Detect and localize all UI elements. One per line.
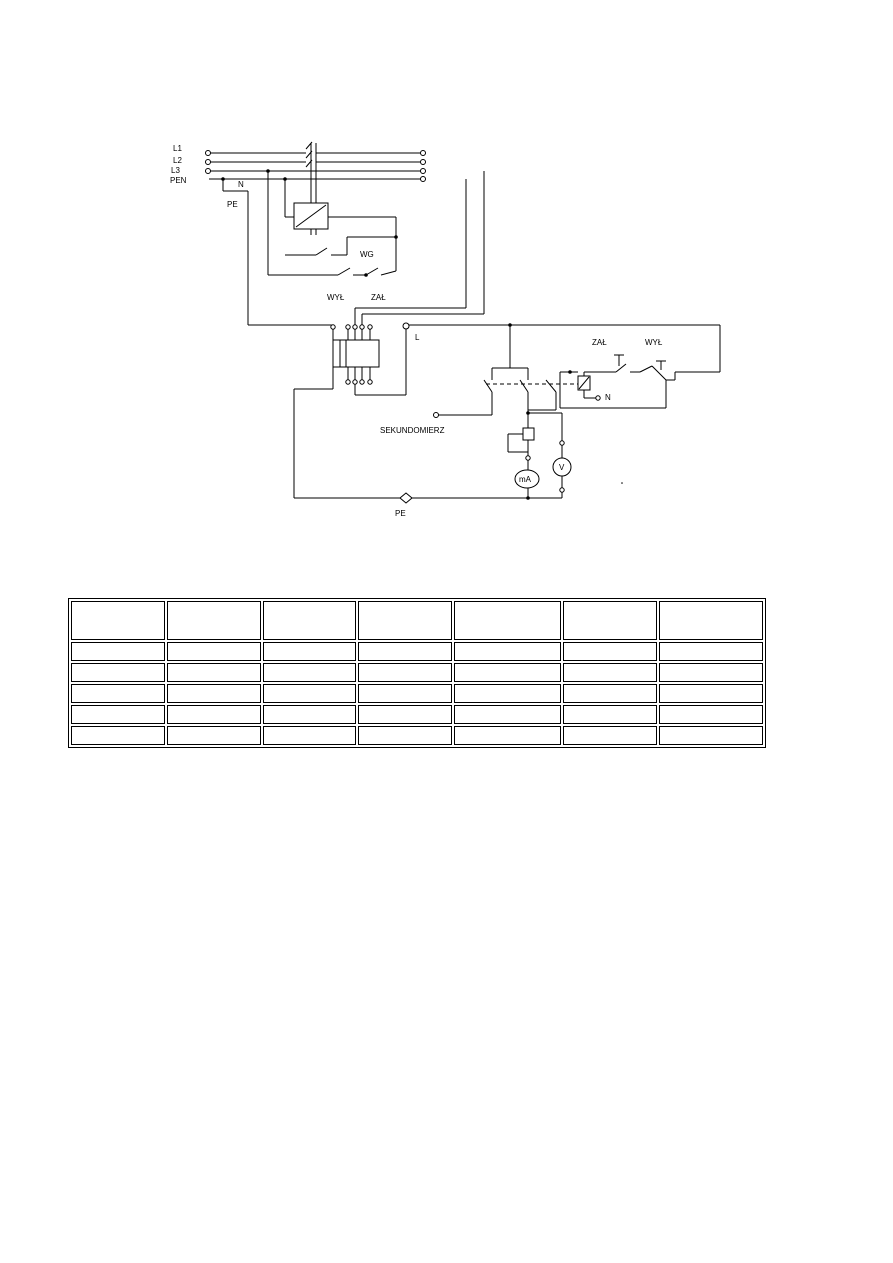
table-cell	[658, 726, 763, 745]
table-cell	[454, 601, 562, 640]
measurement-table	[68, 598, 766, 748]
label-n-right: N	[605, 393, 611, 402]
table-body	[71, 601, 763, 745]
table-cell	[71, 642, 165, 661]
label-l1: L1	[173, 144, 182, 153]
label-pen: PEN	[170, 176, 187, 185]
table-cell	[262, 705, 357, 724]
contactor-control	[266, 169, 398, 277]
table-cell	[262, 726, 357, 745]
label-wyl-left: WYŁ	[327, 293, 345, 302]
label-sekundomierz: SEKUNDOMIERZ	[380, 426, 445, 435]
label-wg: WG	[360, 250, 374, 259]
table-cell	[71, 663, 165, 682]
table-row	[71, 705, 763, 724]
table-header-row	[71, 601, 763, 640]
table-cell	[166, 601, 261, 640]
table-cell	[563, 663, 657, 682]
table-cell	[358, 684, 453, 703]
table-cell	[454, 642, 562, 661]
label-l3: L3	[171, 166, 180, 175]
circuit-diagram: L1 L2 L3 PEN N PE WG WYŁ ZAŁ	[170, 141, 721, 518]
table-row	[71, 642, 763, 661]
label-zal-left: ZAŁ	[371, 293, 386, 302]
table-cell	[563, 601, 657, 640]
table-cell	[358, 705, 453, 724]
table-cell	[262, 601, 357, 640]
table-cell	[71, 705, 165, 724]
table-cell	[262, 684, 357, 703]
table-cell	[166, 663, 261, 682]
table-cell	[262, 663, 357, 682]
label-pe-top: PE	[227, 200, 238, 209]
pen-split	[221, 177, 333, 326]
table-cell	[658, 705, 763, 724]
test-circuit	[294, 323, 721, 504]
table-cell	[454, 705, 562, 724]
table-cell	[563, 684, 657, 703]
table-cell	[166, 726, 261, 745]
label-l2: L2	[173, 156, 182, 165]
table-cell	[358, 642, 453, 661]
table-cell	[166, 705, 261, 724]
table-cell	[658, 663, 763, 682]
table-cell	[658, 601, 763, 640]
table-cell	[563, 642, 657, 661]
label-l-terminal: L	[415, 333, 420, 342]
label-v-meter: V	[559, 463, 565, 472]
table-cell	[563, 705, 657, 724]
table-cell	[71, 726, 165, 745]
table-cell	[166, 684, 261, 703]
label-n-top: N	[238, 180, 244, 189]
supply-lines	[205, 141, 426, 235]
table-cell	[658, 684, 763, 703]
table-cell	[166, 642, 261, 661]
table-cell	[71, 684, 165, 703]
label-wyl-right: WYŁ	[645, 338, 663, 347]
feed-lines	[354, 171, 485, 325]
label-ma-meter: mA	[519, 475, 532, 484]
table-row	[71, 726, 763, 745]
rcd-device	[293, 322, 410, 498]
table-cell	[358, 663, 453, 682]
relay-control	[559, 354, 676, 409]
table-cell	[563, 726, 657, 745]
table-cell	[454, 663, 562, 682]
label-pe-bottom: PE	[395, 509, 406, 518]
table-cell	[262, 642, 357, 661]
table-cell	[454, 684, 562, 703]
table-cell	[358, 601, 453, 640]
table-row	[71, 684, 763, 703]
table-row	[71, 663, 763, 682]
table-cell	[454, 726, 562, 745]
table-cell	[658, 642, 763, 661]
table-cell	[71, 601, 165, 640]
table-cell	[358, 726, 453, 745]
label-zal-right: ZAŁ	[592, 338, 607, 347]
